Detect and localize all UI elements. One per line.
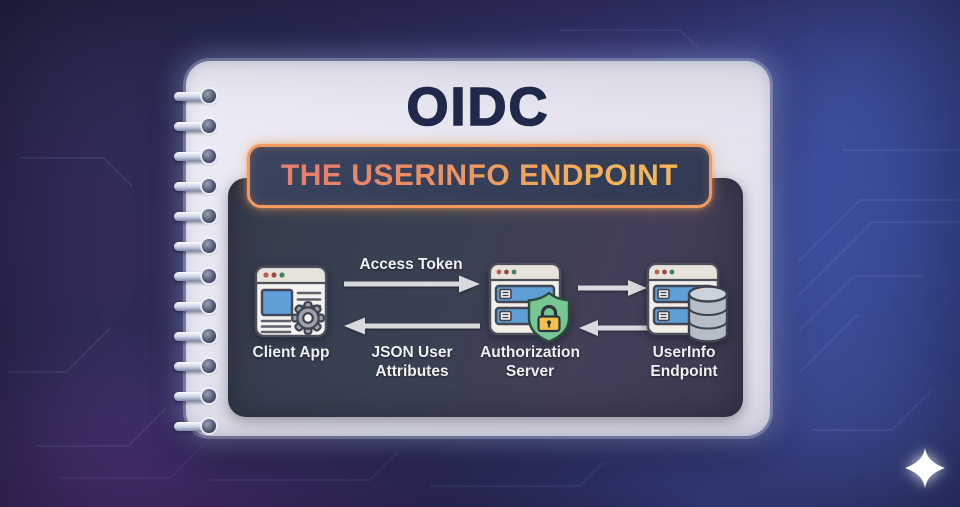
browser-gear-icon	[254, 265, 328, 338]
node-label-client-app: Client App	[252, 344, 330, 361]
node-label-userinfo-endpoint: UserInfo Endpoint	[650, 344, 718, 380]
spiral-ring	[174, 419, 220, 433]
spiral-ring	[174, 89, 220, 103]
flow-label-access-token: Access Token	[359, 256, 463, 273]
spiral-ring	[174, 359, 220, 373]
subtitle-banner: THE USERINFO ENDPOINT	[247, 144, 712, 208]
spiral-ring	[174, 119, 220, 133]
spiral-ring	[174, 269, 220, 283]
arrow-left-json-user-attributes	[344, 317, 480, 335]
spiral-ring	[174, 179, 220, 193]
node-label-authorization-server: Authorization Server	[480, 344, 580, 380]
spiral-ring	[174, 209, 220, 223]
sparkle-logo-icon	[905, 448, 945, 488]
spiral-ring	[174, 329, 220, 343]
spiral-ring	[174, 149, 220, 163]
arrow-right-access-token	[344, 275, 480, 293]
flow-label-json-user-attributes: JSON User Attributes	[371, 344, 453, 380]
spiral-ring	[174, 239, 220, 253]
page-title: OIDC	[406, 77, 550, 137]
spiral-ring	[174, 389, 220, 403]
arrow-left-from-userinfo	[579, 320, 648, 336]
notebook-card: OIDC THE USERINFO ENDPOINT	[174, 61, 770, 436]
spiral-ring	[174, 299, 220, 313]
server-shield-lock-icon	[488, 262, 571, 343]
shield-lock-icon	[527, 291, 571, 343]
arrow-right-to-userinfo	[578, 280, 647, 296]
database-icon	[687, 285, 729, 343]
subtitle-text: THE USERINFO ENDPOINT	[280, 159, 679, 192]
gear-icon	[291, 301, 325, 335]
server-database-icon	[646, 262, 729, 343]
